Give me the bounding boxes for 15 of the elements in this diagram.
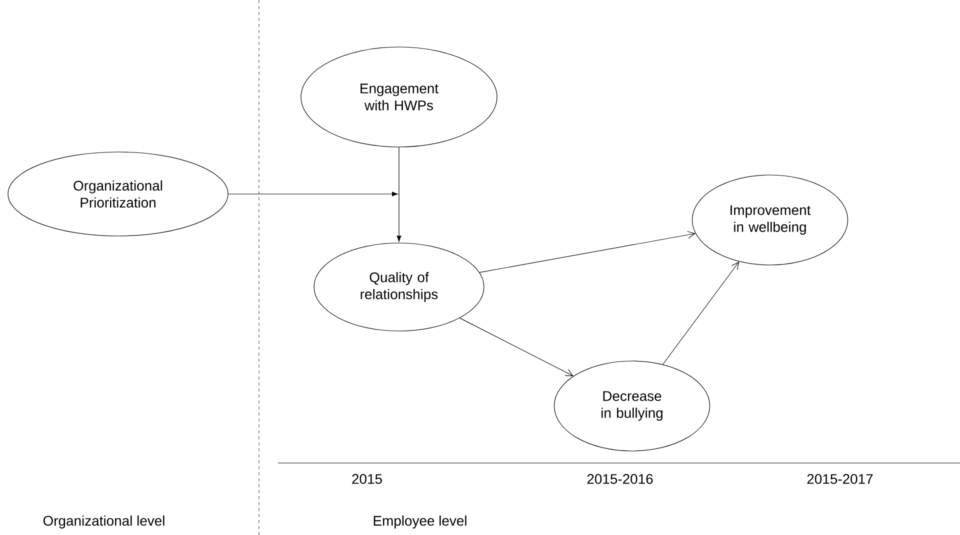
label: 2015-2017 (807, 474, 873, 484)
arrow (460, 318, 574, 376)
ellipse-node: Decrease in bullying (554, 360, 710, 452)
label: Organizational level (43, 516, 164, 528)
arrow (228, 192, 398, 196)
ellipse-node: Quality of relationships (314, 242, 484, 332)
arrow (396, 147, 402, 242)
label: 2015 (352, 474, 382, 484)
arrow (662, 262, 740, 365)
ellipse-node: Organizational Prioritization (8, 152, 228, 236)
ellipse-node: Engagement with HWPs (300, 46, 498, 148)
ellipse-node: Improvement in wellbeing (692, 174, 848, 266)
label: 2015-2016 (587, 474, 653, 484)
label: Employee level (374, 516, 466, 528)
arrow (479, 231, 696, 273)
